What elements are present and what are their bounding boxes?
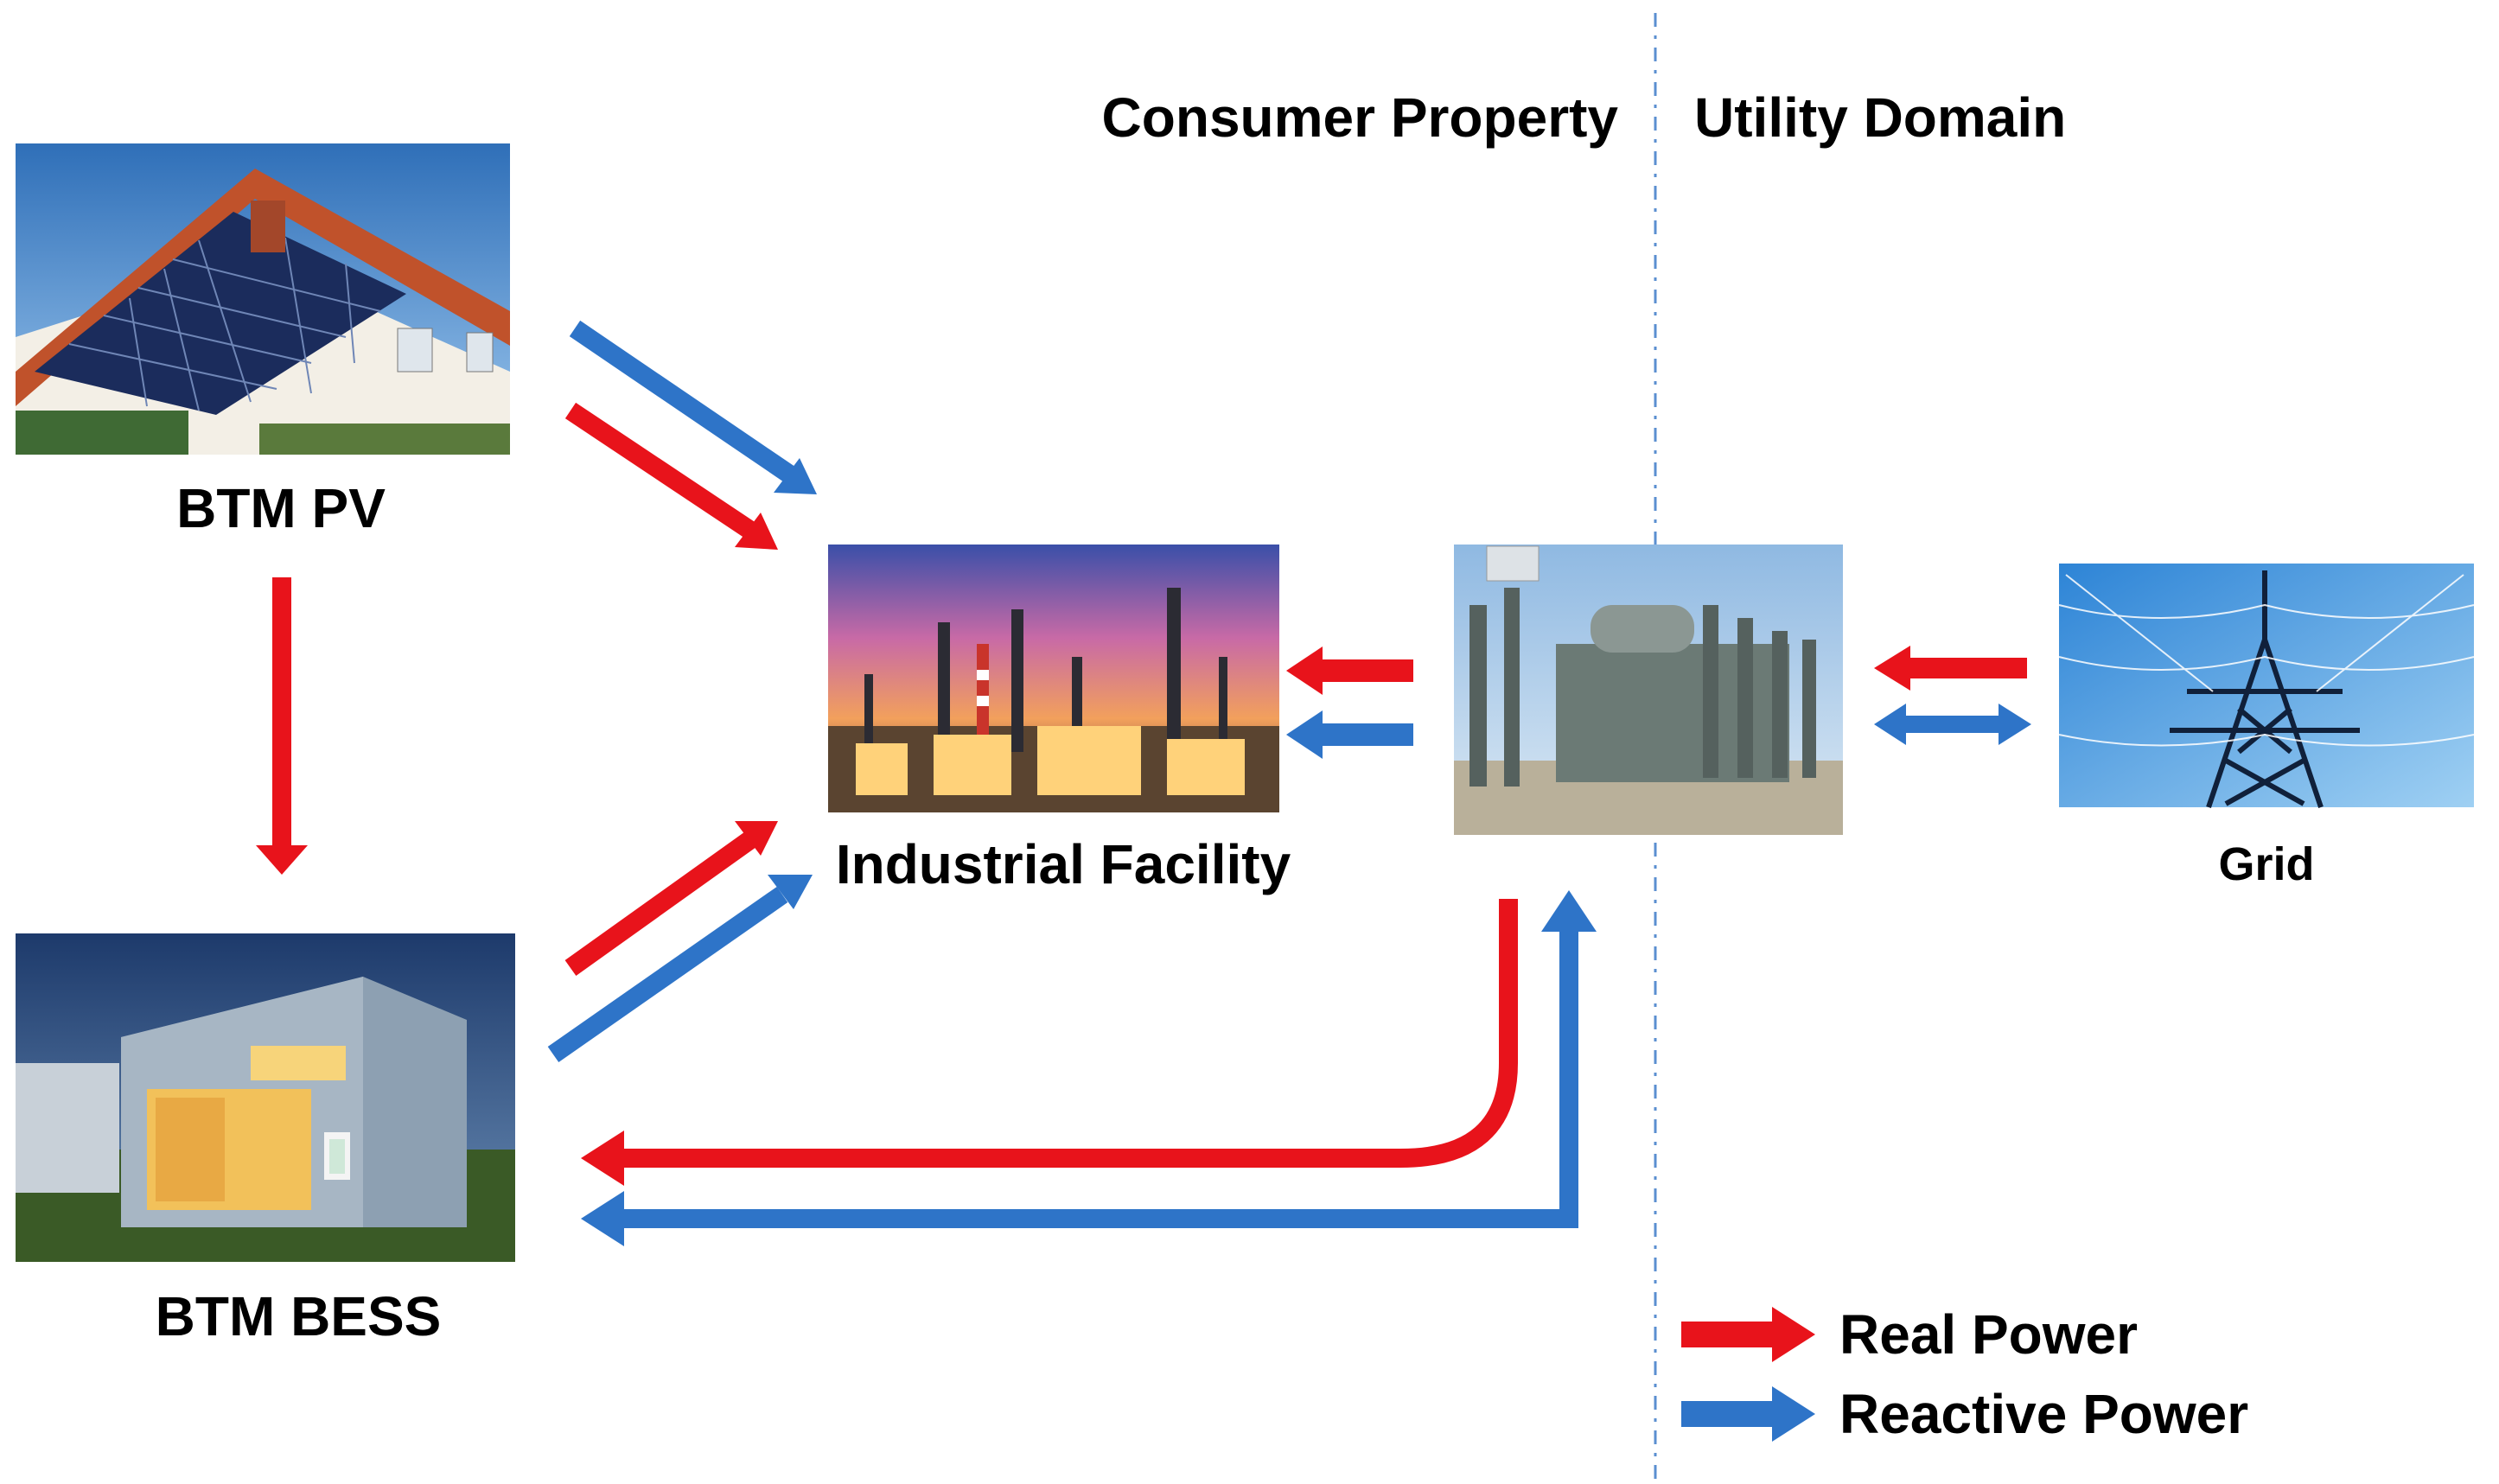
pv-house-photo — [16, 143, 510, 455]
bess-label: BTM BESS — [156, 1285, 442, 1347]
legend-reactive-label: Reactive Power — [1839, 1383, 2248, 1445]
consumer-property-label: Consumer Property — [1102, 86, 1619, 149]
pv-to-industrial-reactive-arrow — [569, 320, 817, 494]
bess-house-photo — [16, 933, 515, 1262]
bess-to-industrial-reactive-arrow — [547, 875, 813, 1063]
grid-to-transformer-real-arrow — [1874, 646, 2027, 691]
legend-reactive-arrow — [1681, 1386, 1815, 1442]
transformer-to-industrial-reactive-arrow — [1286, 710, 1413, 759]
pv-to-industrial-real-arrow — [564, 402, 778, 550]
pv-label: BTM PV — [176, 477, 386, 539]
transformer-to-industrial-real-arrow — [1286, 646, 1413, 695]
pv-to-bess-real-arrow — [256, 577, 308, 875]
bess-to-transformer-reactive-arrow — [581, 890, 1597, 1246]
legend-real-arrow — [1681, 1307, 1815, 1362]
transformer-to-bess-real-arrow — [581, 899, 1518, 1186]
legend-real-label: Real Power — [1839, 1303, 2138, 1366]
grid-transformer-reactive-arrow — [1874, 704, 2031, 745]
utility-domain-label: Utility Domain — [1694, 86, 2066, 149]
industrial-facility-photo — [828, 545, 1279, 812]
grid-label: Grid — [2218, 838, 2314, 890]
legend: Real Power Reactive Power — [1681, 1303, 2248, 1445]
bess-to-industrial-real-arrow — [564, 821, 778, 976]
industrial-label: Industrial Facility — [836, 833, 1291, 895]
transformer-photo — [1454, 545, 1843, 835]
grid-tower-photo — [2058, 564, 2475, 808]
